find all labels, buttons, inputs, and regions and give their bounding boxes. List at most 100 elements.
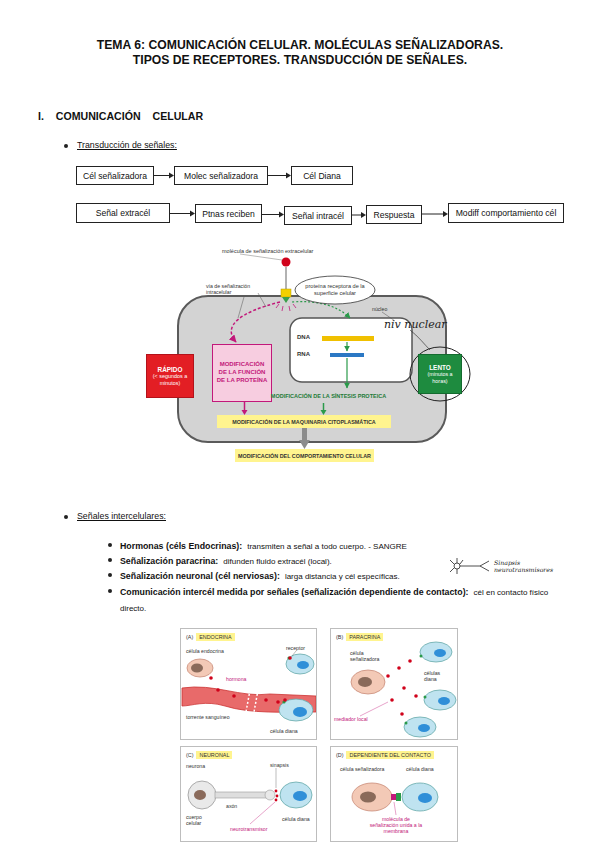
speed-box: LENTO(minutos a horas) <box>418 354 462 394</box>
bullet-term: Señalización paracrina: <box>120 556 218 566</box>
text-label: Transducción de señales: <box>77 140 177 150</box>
connector-line <box>422 214 444 215</box>
signal-type-panel: (A)ENDOCRINA <box>180 628 317 740</box>
node-text: (< segundos a minutos) <box>150 373 190 385</box>
leader-line <box>258 293 266 307</box>
panel-header: (C)NEURONAL <box>186 751 232 759</box>
bullet-text: transmiten a señal a todo cuerpo. - SANG… <box>247 542 407 551</box>
bullet-dot <box>108 543 112 547</box>
text-label: receptor <box>286 645 305 651</box>
neuronal-illustration <box>188 768 312 824</box>
node-title: LENTO <box>429 364 451 371</box>
receptor-ellipse: proteína receptora de la superficie celu… <box>294 275 376 305</box>
text-label: molécula de señalización extracelular <box>222 248 313 254</box>
connector-arrow <box>170 211 195 217</box>
connector-line <box>268 175 287 176</box>
node-title: RÁPIDO <box>158 366 183 373</box>
signal-stem <box>285 267 287 289</box>
node-text: DEPENDIENTE DEL CONTACTO <box>346 751 433 759</box>
node-title: Ptnas reciben <box>202 209 255 219</box>
arrow-head <box>299 440 310 449</box>
leader-line <box>238 297 244 318</box>
text-label: mediador local <box>334 716 368 722</box>
text-label: cuerpo celular <box>186 814 216 826</box>
text-label: Señales intercelulares: <box>77 511 166 521</box>
bullet-text: difunden fluido extracél (local). <box>223 557 332 566</box>
text-label: torrente sanguíneo <box>186 714 230 720</box>
rna-strand <box>330 353 364 357</box>
connector-arrow <box>262 212 284 218</box>
bullet-dot <box>64 515 68 519</box>
receptor-symbol <box>282 297 290 303</box>
expression-arrow <box>346 358 347 388</box>
effect-box: MODIFICACIÓN DEL COMPORTAMIENTO CELULAR <box>235 449 374 462</box>
hand-circle <box>410 347 470 401</box>
bullet-paragraph: Hormonas (céls Endocrinas):transmiten a … <box>120 537 565 553</box>
text-label: célula diana <box>406 766 434 772</box>
process-box: Modiff comportamiento cél <box>448 203 564 223</box>
connector-line <box>244 402 246 411</box>
node-text: PARACRINA <box>346 633 383 641</box>
connector-line <box>154 175 170 176</box>
process-box: Molec señalizadora <box>174 166 268 185</box>
cell-drawing <box>178 254 470 442</box>
effect-box: MODIFICACIÓN DE LA MAQUINARIA CITOPLASMÁ… <box>217 415 391 428</box>
paracrine-illustration <box>351 642 456 737</box>
node-title: Señal extracél <box>96 208 150 218</box>
connector-arrow <box>321 403 327 415</box>
endocrine-illustration <box>182 651 316 721</box>
connector-line <box>352 215 362 216</box>
transcription-arrow <box>346 342 347 351</box>
node-title: (C) <box>186 752 193 758</box>
node-title: Molec señalizadora <box>184 171 258 181</box>
node-title: Modiff comportamiento cél <box>456 208 557 218</box>
text-label: hormona <box>226 676 246 682</box>
node-title: Señal intracél <box>292 211 344 221</box>
effect-box: MODIFICACIÓN DE LA FUNCIÓN DE LA PROTEÍN… <box>212 344 272 402</box>
node-text: NEURONAL <box>196 751 232 759</box>
node-title: Respuesta <box>373 210 414 220</box>
bullet-dot <box>108 573 112 577</box>
handwritten-note: niv nuclear <box>384 318 447 331</box>
node-title: proteína receptora de la superficie celu… <box>304 283 366 296</box>
receptor-symbol <box>281 289 291 297</box>
node-title: MODIFICACIÓN DEL COMPORTAMIENTO CELULAR <box>238 453 371 459</box>
process-box: Cél Diana <box>291 166 353 185</box>
bullet-term: Señalización neuronal (cél nerviosas): <box>120 571 280 581</box>
leader-line <box>240 254 282 260</box>
text-label: neurona <box>186 763 205 769</box>
connector-arrow <box>154 173 174 179</box>
connector-line <box>262 214 280 215</box>
cell-body <box>178 296 446 442</box>
text-label: núcleo <box>372 306 387 312</box>
panel-header: (D)DEPENDIENTE DEL CONTACTO <box>336 751 434 759</box>
node-title: Cél señalizadora <box>83 171 147 181</box>
node-title: MODIFICACIÓN DE LA MAQUINARIA CITOPLASMÁ… <box>232 419 376 425</box>
bullet-dot <box>64 144 68 148</box>
process-box: Señal extracél <box>76 203 170 223</box>
effect-label-box: MODIFICACIÓN DE LA SÍNTESIS PROTEICA <box>256 389 401 403</box>
connector-arrow <box>352 212 366 218</box>
bullet-dot <box>108 589 112 593</box>
process-box: Cél señalizadora <box>76 166 154 185</box>
process-box: Respuesta <box>366 205 422 224</box>
connector-arrow <box>242 402 248 415</box>
process-box: Señal intracél <box>284 206 352 225</box>
text-label: células diana <box>424 670 454 682</box>
connector-arrow <box>299 428 310 449</box>
neuron-doodle <box>450 558 489 574</box>
node-title: MODIFICACIÓN DE LA SÍNTESIS PROTEICA <box>271 393 386 399</box>
section-heading: I. COMUNICACIÓN CELULAR <box>38 110 203 122</box>
node-title: (A) <box>186 634 193 640</box>
text-label: axón <box>226 803 237 809</box>
text-label: neurotransmisor <box>230 826 267 832</box>
speed-box: RÁPIDO(< segundos a minutos) <box>146 354 194 398</box>
process-box: Ptnas reciben <box>195 204 262 223</box>
connector-line <box>170 213 191 214</box>
text-label: vía de señalización intracelular <box>206 283 260 295</box>
bullet-paragraph: Comunicación intercél medida por señales… <box>120 583 565 615</box>
panel-header: (B)PARACRINA <box>336 633 383 641</box>
contact-illustration <box>352 783 438 815</box>
connector-line <box>302 428 307 442</box>
